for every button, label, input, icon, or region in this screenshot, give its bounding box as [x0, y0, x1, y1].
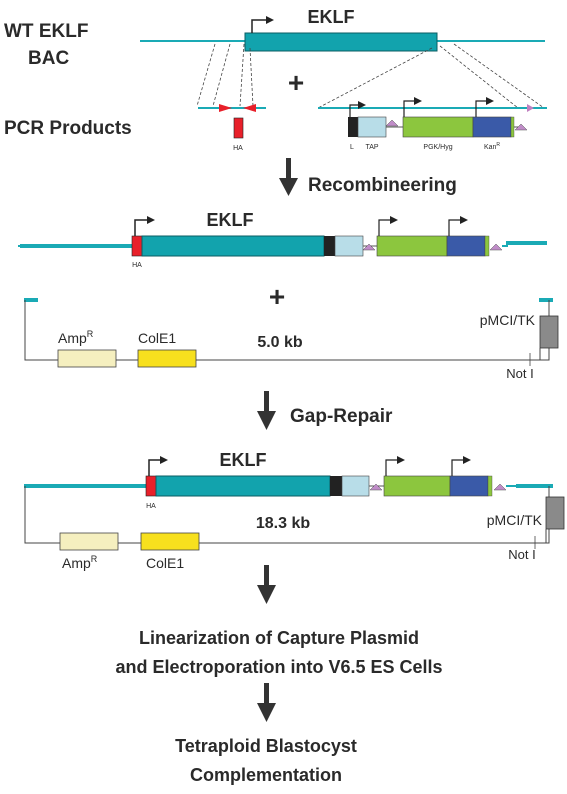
recomb-eklf-box [141, 235, 325, 257]
pcr-hyg-box [402, 116, 474, 138]
plasmid-not-i-label: Not I [506, 366, 533, 381]
recomb-tap-box [334, 235, 364, 257]
linearization-step-line2: and Electroporation into V6.5 ES Cells [115, 657, 442, 677]
capture-eklf-box [155, 475, 331, 497]
plasmid-amp-box [57, 349, 117, 368]
capture-gene-label: EKLF [220, 450, 267, 470]
pcr-loxp-2 [514, 123, 528, 131]
plasmid-cole1-label: ColE1 [138, 330, 176, 346]
gap-repair-step: Gap-Repair [290, 406, 393, 427]
plasmid-pmci-tk-label: pMCI/TK [480, 312, 536, 328]
capture-amp-label: AmpR [62, 554, 98, 571]
capture-amp-box [59, 532, 119, 551]
capture-linker-box [330, 476, 342, 496]
homology-lines-left [196, 43, 254, 107]
pcr-kan-label: KanR [484, 142, 500, 151]
recomb-hyg-box [376, 235, 448, 257]
recomb-gene-label: EKLF [207, 210, 254, 230]
recomb-linker-box [324, 236, 335, 256]
down-arrow-2 [257, 391, 276, 430]
wt-eklf-label: WT EKLF [4, 21, 88, 42]
wt-eklf-gene-box [244, 32, 438, 52]
plus-sign-1: + [288, 67, 304, 98]
pcr-pgk-hyg-label: PGK/Hyg [423, 144, 452, 151]
pcr-right-primer [527, 104, 534, 112]
capture-pgk-arrow [385, 456, 405, 476]
capture-promoter-arrow [148, 456, 168, 476]
pcr-kan-box [472, 116, 512, 138]
pcr-tap-label: TAP [365, 144, 378, 151]
pcr-l-label: L [350, 144, 354, 151]
pcr-primer-left-arrow [243, 104, 256, 112]
recomb-ha-label: HA [132, 262, 142, 269]
plasmid-cole1-box [137, 349, 197, 368]
recomb-kan-end [484, 235, 490, 257]
pcr-kan-end [510, 116, 515, 138]
recomb-ha-box [131, 235, 143, 257]
linearization-step-line1: Linearization of Capture Plasmid [139, 628, 419, 648]
plasmid-tk-box [539, 315, 559, 349]
tetraploid-step-line2: Complementation [190, 765, 342, 785]
pcr-loxp-1 [385, 119, 399, 127]
capture-pmci-tk-label: pMCI/TK [487, 512, 543, 528]
down-arrow-4 [257, 683, 276, 722]
capture-tk-box [545, 496, 565, 530]
capture-cole1-label: ColE1 [146, 555, 184, 571]
down-arrow-3 [257, 565, 276, 604]
capture-kan-end [487, 475, 493, 497]
recomb-kan-box [446, 235, 486, 257]
bac-label: BAC [28, 48, 69, 69]
plus-sign-2: + [269, 281, 285, 312]
capture-loxp-1 [369, 483, 383, 491]
recomb-loxp-2 [489, 243, 503, 251]
capture-loxp-2 [493, 483, 507, 491]
recomb-kan-arrow [448, 216, 468, 236]
recomb-pgk-arrow [378, 216, 398, 236]
capture-kan-box [449, 475, 489, 497]
recomb-loxp-1 [362, 243, 376, 251]
pcr-tap-box [357, 116, 387, 138]
plasmid-size-label: 5.0 kb [257, 334, 303, 351]
homology-lines-right [317, 43, 545, 109]
capture-not-i-label: Not I [508, 547, 535, 562]
down-arrow-1 [279, 158, 298, 196]
capture-hyg-box [383, 475, 451, 497]
wt-promoter-arrow [251, 16, 274, 33]
recomb-promoter-arrow [134, 216, 155, 236]
capture-cole1-box [140, 532, 200, 551]
pcr-ha-box [233, 117, 244, 139]
recombineering-step: Recombineering [308, 175, 457, 196]
capture-size-label: 18.3 kb [256, 515, 310, 532]
capture-ha-box [145, 475, 157, 497]
capture-ha-label: HA [146, 503, 156, 510]
pcr-products-label: PCR Products [4, 118, 132, 139]
pcr-primer-right-arrow [219, 104, 232, 112]
tetraploid-step-line1: Tetraploid Blastocyst [175, 736, 357, 756]
wt-gene-label: EKLF [308, 7, 355, 27]
plasmid-amp-label: AmpR [58, 329, 94, 346]
pcr-pgk-promoter-arrow [403, 97, 422, 117]
capture-tap-box [341, 475, 370, 497]
capture-kan-arrow [451, 456, 471, 476]
pcr-tap-promoter-arrow [349, 101, 366, 117]
pcr-linker-box [348, 117, 358, 137]
pcr-kan-promoter-arrow [475, 97, 494, 117]
pcr-ha-label: HA [233, 145, 243, 152]
